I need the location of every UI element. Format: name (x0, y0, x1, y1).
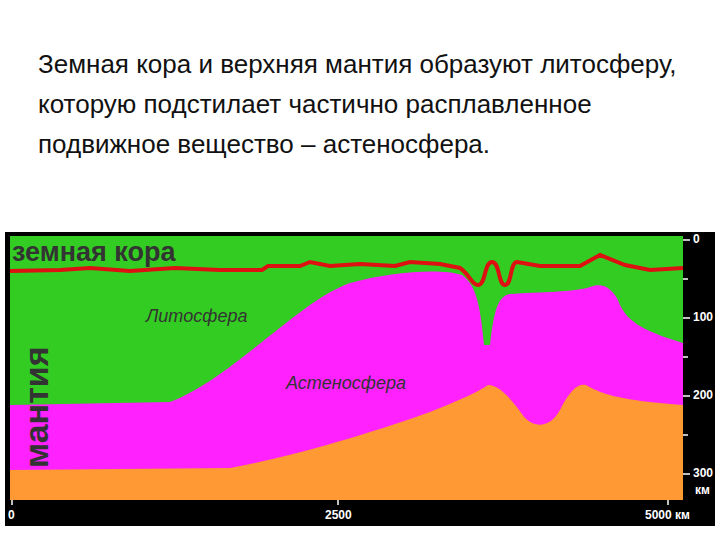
region-label: Литосфера (146, 307, 247, 327)
asthenosphere-region (10, 272, 683, 500)
mantia-lower-region (10, 385, 683, 500)
depth-value: 100 (693, 311, 713, 324)
crust-label: земная кора (12, 238, 175, 268)
distance-value: 5000 км (645, 509, 690, 522)
lithosphere-region (10, 236, 683, 500)
figure-frame (5, 232, 715, 526)
depth-ticks (12, 240, 690, 505)
depth-value: 200 (693, 389, 713, 402)
mantle-label: мантия (18, 346, 55, 468)
unit-label: км (695, 484, 710, 497)
depth-value: 300 (693, 467, 713, 480)
distance-value: 2500 (325, 509, 352, 522)
depth-value: 0 (693, 233, 700, 246)
slide-title: Земная кора и верхняя мантия образуют ли… (38, 44, 698, 164)
distance-value: 0 (8, 509, 15, 522)
region-label: Астеносфера (286, 374, 406, 394)
